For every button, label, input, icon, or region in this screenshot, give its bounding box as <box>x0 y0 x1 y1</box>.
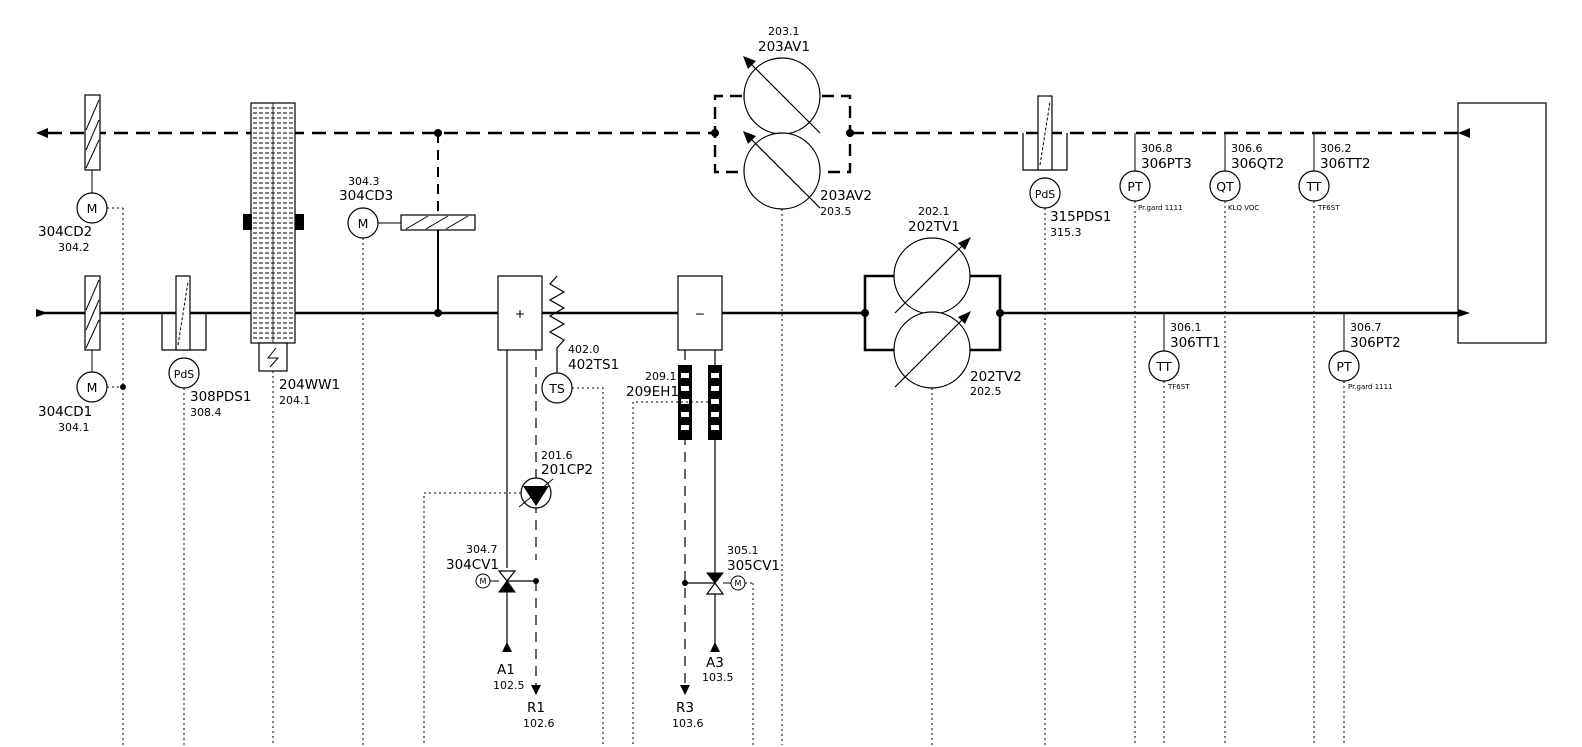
pressure-switch-308pds1: PdS 308PDS1 308.4 <box>161 275 251 745</box>
ref-label: 304.7 <box>466 543 498 556</box>
supply-a1-tag: A1 <box>497 662 515 678</box>
motor-symbol: M <box>87 201 98 216</box>
sensor-note: TF6ST <box>1167 383 1190 391</box>
pt-symbol: PT <box>1127 179 1143 194</box>
exhaust-air-line <box>36 128 1470 138</box>
ref-label: 402.0 <box>568 343 600 356</box>
motor-symbol: M <box>358 216 369 231</box>
ref-label: 204.1 <box>279 394 311 407</box>
ref-label: 306.6 <box>1231 142 1263 155</box>
ref-label: 203.5 <box>820 205 852 218</box>
ref-label: 306.2 <box>1320 142 1352 155</box>
tt-symbol: TT <box>1155 359 1171 374</box>
sensor-306pt3: PT 306.8 306PT3 Pr.gard 1111 <box>1119 133 1192 745</box>
tag-label: 209EH1 <box>626 384 679 400</box>
tag-label: 306QT2 <box>1231 156 1284 172</box>
tag-label: 304CV1 <box>446 557 499 573</box>
motor-symbol: M <box>480 577 487 586</box>
sensor-306tt2: TT 306.2 306TT2 TF6ST <box>1298 133 1371 745</box>
ts-symbol: TS <box>548 381 565 396</box>
ref-label: 308.4 <box>190 406 222 419</box>
ref-label: 202.5 <box>970 385 1002 398</box>
pump-201cp2: 201.6 201CP2 <box>423 449 593 745</box>
sensor-306tt1: TT 306.1 306TT1 TF6ST <box>1148 313 1221 745</box>
air-handling-unit-box <box>1457 102 1547 344</box>
supply-fans-202tv: 202.1 202TV1 202TV2 202.5 <box>861 205 1022 745</box>
tag-label: 203AV2 <box>820 188 872 204</box>
tag-label: 203AV1 <box>758 39 810 55</box>
tag-label: 306PT3 <box>1141 156 1192 172</box>
ref-label: 203.1 <box>768 25 800 38</box>
cooler-symbol: − <box>695 306 705 321</box>
ref-label: 202.1 <box>918 205 950 218</box>
ref-label: 306.8 <box>1141 142 1173 155</box>
pressure-switch-315pds1: PdS 315PDS1 315.3 <box>1022 95 1111 745</box>
sensor-note: Pr.gard 1111 <box>1138 204 1183 212</box>
tag-label: 204WW1 <box>279 377 340 393</box>
tag-label: 304CD1 <box>38 404 92 420</box>
heater-symbol: + <box>515 306 525 321</box>
tag-label: 202TV1 <box>908 219 960 235</box>
tag-label: 304CD2 <box>38 224 92 240</box>
ref-label: 306.1 <box>1170 321 1202 334</box>
ref-label: 209.1 <box>645 370 677 383</box>
ref-label: 201.6 <box>541 449 573 462</box>
return-r1-ref: 102.6 <box>523 717 555 730</box>
supply-a1-ref: 102.5 <box>493 679 525 692</box>
sensor-note: Pr.gard 1111 <box>1348 383 1393 391</box>
heating-coil: + <box>497 275 543 568</box>
return-r3-ref: 103.6 <box>672 717 704 730</box>
ref-label: 304.2 <box>58 241 90 254</box>
motor-symbol: M <box>735 579 742 588</box>
damper-304cd3: M 304.3 304CD3 <box>339 129 476 745</box>
frost-thermostat-402ts1: TS 402.0 402TS1 <box>541 275 619 745</box>
pds-symbol: PdS <box>174 368 195 381</box>
valve-305cv1: M 305.1 305CV1 A3 103.5 R3 103.6 <box>672 544 780 745</box>
ref-label: 305.1 <box>727 544 759 557</box>
sensor-note: KLQ VOC <box>1228 204 1259 212</box>
rotary-heat-exchanger-204ww1: 204WW1 204.1 <box>243 102 340 745</box>
supply-a3-tag: A3 <box>706 655 724 671</box>
qt-symbol: QT <box>1216 179 1234 194</box>
tt-symbol: TT <box>1305 179 1321 194</box>
ref-label: 304.1 <box>58 421 90 434</box>
tag-label: 202TV2 <box>970 369 1022 385</box>
exhaust-fans-203av: 203.1 203AV1 203AV2 203.5 <box>711 25 872 745</box>
sensor-306pt2: PT 306.7 306PT2 Pr.gard 1111 <box>1328 313 1401 745</box>
tag-label: 402TS1 <box>568 357 619 373</box>
tag-label: 201CP2 <box>541 462 593 478</box>
sensor-note: TF6ST <box>1317 204 1340 212</box>
pds-symbol: PdS <box>1035 188 1056 201</box>
return-r3-tag: R3 <box>676 700 694 716</box>
damper-304cd1: M 304CD1 304.1 <box>38 275 126 434</box>
ref-label: 304.3 <box>348 175 380 188</box>
tag-label: 306TT1 <box>1170 335 1221 351</box>
tag-label: 315PDS1 <box>1050 209 1111 225</box>
tag-label: 308PDS1 <box>190 389 251 405</box>
return-r1-tag: R1 <box>527 700 545 716</box>
tag-label: 304CD3 <box>339 188 393 204</box>
tag-label: 305CV1 <box>727 558 780 574</box>
pt-symbol: PT <box>1336 359 1352 374</box>
cooling-coil: − 209.1 209EH1 <box>626 275 723 745</box>
sensor-306qt2: QT 306.6 306QT2 KLQ VOC <box>1209 133 1284 745</box>
tag-label: 306PT2 <box>1350 335 1401 351</box>
tag-label: 306TT2 <box>1320 156 1371 172</box>
motor-symbol: M <box>87 380 98 395</box>
ref-label: 306.7 <box>1350 321 1382 334</box>
supply-a3-ref: 103.5 <box>702 671 734 684</box>
valve-304cv1: M 304.7 304CV1 A1 102.5 R1 102.6 <box>446 543 555 730</box>
ref-label: 315.3 <box>1050 226 1082 239</box>
damper-304cd2: M 304CD2 304.2 <box>38 94 124 745</box>
